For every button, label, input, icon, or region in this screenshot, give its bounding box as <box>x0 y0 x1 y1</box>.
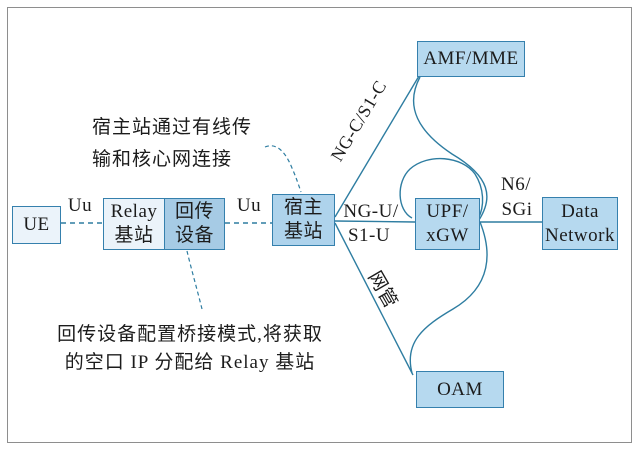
link-label-sgi: SGi <box>501 199 533 220</box>
annotation-donor-line2: 输和核心网连接 <box>92 149 233 170</box>
node-donor-line2: 基站 <box>283 221 323 242</box>
annotation-donor-line1: 宿主站通过有线传 <box>92 117 253 138</box>
node-amf-mme: AMF/MME <box>417 41 525 77</box>
link-ngc-donor-amf <box>334 75 420 218</box>
node-amf-label: AMF/MME <box>423 48 519 69</box>
link-label-n6: N6/ <box>501 174 531 195</box>
link-label-uu-1: Uu <box>67 195 93 216</box>
link-label-uu-2: Uu <box>236 195 262 216</box>
figure-border <box>7 7 632 443</box>
node-ue: UE <box>12 206 61 244</box>
node-oam: OAM <box>416 371 504 408</box>
link-mgmt-donor-oam <box>334 222 414 376</box>
annotation-backhaul-bridge: 回传设备配置桥接模式,将获取 的空口 IP 分配给 Relay 基站 <box>28 321 352 377</box>
link-label-s1u: S1-U <box>347 225 391 246</box>
node-datanet-line1: Data <box>561 200 599 222</box>
annotation-donor-wired: 宿主站通过有线传 输和核心网连接 <box>92 112 252 176</box>
node-backhaul-device: 回传 设备 <box>164 198 225 250</box>
node-oam-label: OAM <box>437 378 483 400</box>
node-donor-bs: 宿主 基站 <box>272 194 335 246</box>
node-backhaul-line2: 设备 <box>174 225 214 246</box>
node-backhaul-line1: 回传 <box>174 201 214 222</box>
node-datanet-line2: Network <box>545 224 615 246</box>
node-donor-line1: 宿主 <box>283 197 323 218</box>
pointer-bottom-annotation <box>186 250 203 310</box>
curve-upf-oam <box>409 221 488 374</box>
node-relay-line1: Relay <box>110 201 158 222</box>
annotation-backhaul-line2: 的空口 IP 分配给 Relay 基站 <box>64 352 316 373</box>
curve-amf-upf <box>412 76 488 221</box>
annotation-backhaul-line1: 回传设备配置桥接模式,将获取 <box>57 324 323 345</box>
node-relay-line2: 基站 <box>114 225 154 246</box>
node-upf-line1: UPF/ <box>426 201 469 222</box>
pointer-top-annotation <box>264 145 302 193</box>
node-data-network: Data Network <box>542 197 618 250</box>
node-upf-line2: xGW <box>426 225 469 246</box>
node-ue-label: UE <box>23 214 50 235</box>
curve-loop-upf <box>399 157 484 220</box>
node-upf-xgw: UPF/ xGW <box>415 198 480 250</box>
link-label-ngu: NG-U/ <box>343 201 399 222</box>
link-ngu-donor-upf <box>334 220 416 223</box>
node-relay-bs: Relay 基站 <box>103 198 165 250</box>
